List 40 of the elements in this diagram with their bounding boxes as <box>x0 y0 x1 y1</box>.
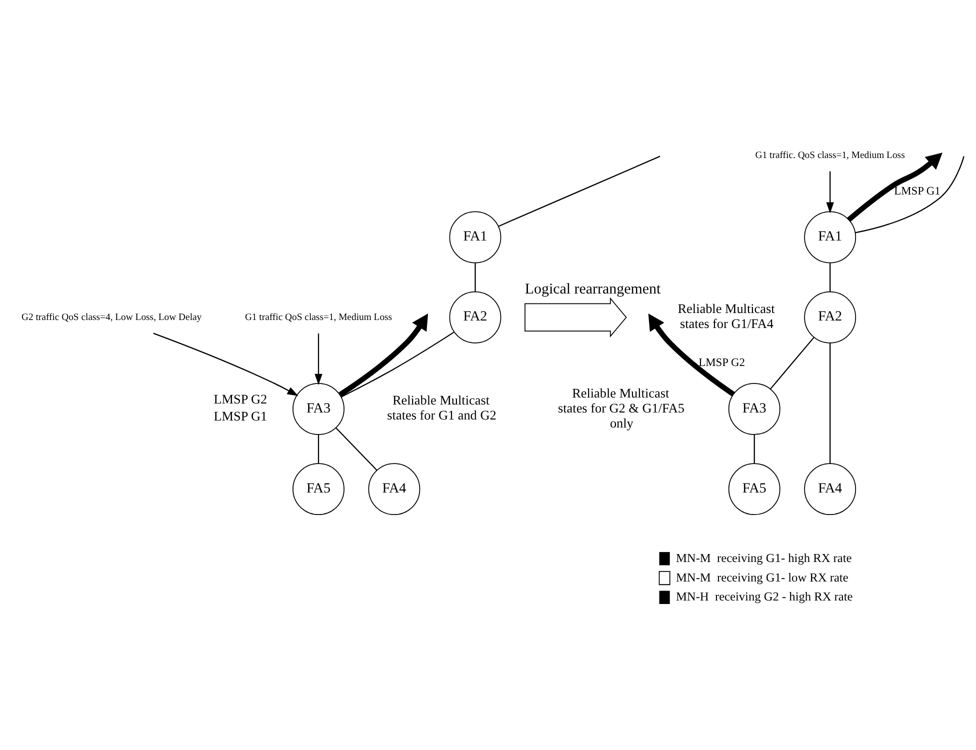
node-circle: FA2 <box>449 290 502 343</box>
legend-label: MN-H receiving G2 - high RX rate <box>676 589 853 604</box>
node-circle: FA4 <box>804 462 856 515</box>
node-circle: FA5 <box>728 462 780 515</box>
node-circle: FA3 <box>728 382 780 434</box>
node-label: LMSP G2 <box>214 391 268 406</box>
legend-label: MN-M receiving G1- high RX rate <box>676 550 852 564</box>
node-circle: FA2 <box>804 290 856 343</box>
connector <box>336 427 378 470</box>
connector <box>855 156 964 233</box>
node-text: G1 traffic QoS class=1, Medium Loss <box>244 311 392 322</box>
node-text: G1 traffic. QoS class=1, Medium Loss <box>755 149 905 160</box>
node-circle: FA1 <box>449 210 502 263</box>
node-label: Reliable Multicast states for G2 & G1/FA5 only <box>558 385 684 430</box>
connector <box>770 336 814 389</box>
node-circle: FA5 <box>292 462 344 515</box>
arrow <box>338 313 428 396</box>
connector <box>830 262 831 292</box>
arrow <box>826 170 834 213</box>
node-circle: FA3 <box>292 382 344 434</box>
arrow <box>314 333 322 384</box>
node-circle: FA4 <box>368 462 420 515</box>
connector <box>498 155 660 226</box>
arrow <box>648 313 735 396</box>
arrow <box>847 152 943 222</box>
node-label: Logical rearrangement <box>524 281 661 298</box>
node-label: Reliable Multicast states for G1 and G2 <box>387 392 496 422</box>
connector <box>341 331 454 397</box>
edge-label: LMSP G2 <box>698 356 745 369</box>
arrow <box>153 332 298 396</box>
legend-label: MN-M receiving G1- low RX rate <box>676 570 848 584</box>
connector <box>754 434 755 463</box>
node-label: LMSP G1 <box>214 408 268 423</box>
edge-label: LMSP G1 <box>894 184 940 197</box>
connector <box>830 342 831 463</box>
connector <box>474 262 476 292</box>
connector <box>318 434 320 463</box>
node-label: Reliable Multicast states for G1/FA4 <box>678 300 775 330</box>
node-text: G2 traffic QoS class=4, Low Loss, Low Delay <box>22 311 202 322</box>
node-circle: FA1 <box>804 210 856 263</box>
